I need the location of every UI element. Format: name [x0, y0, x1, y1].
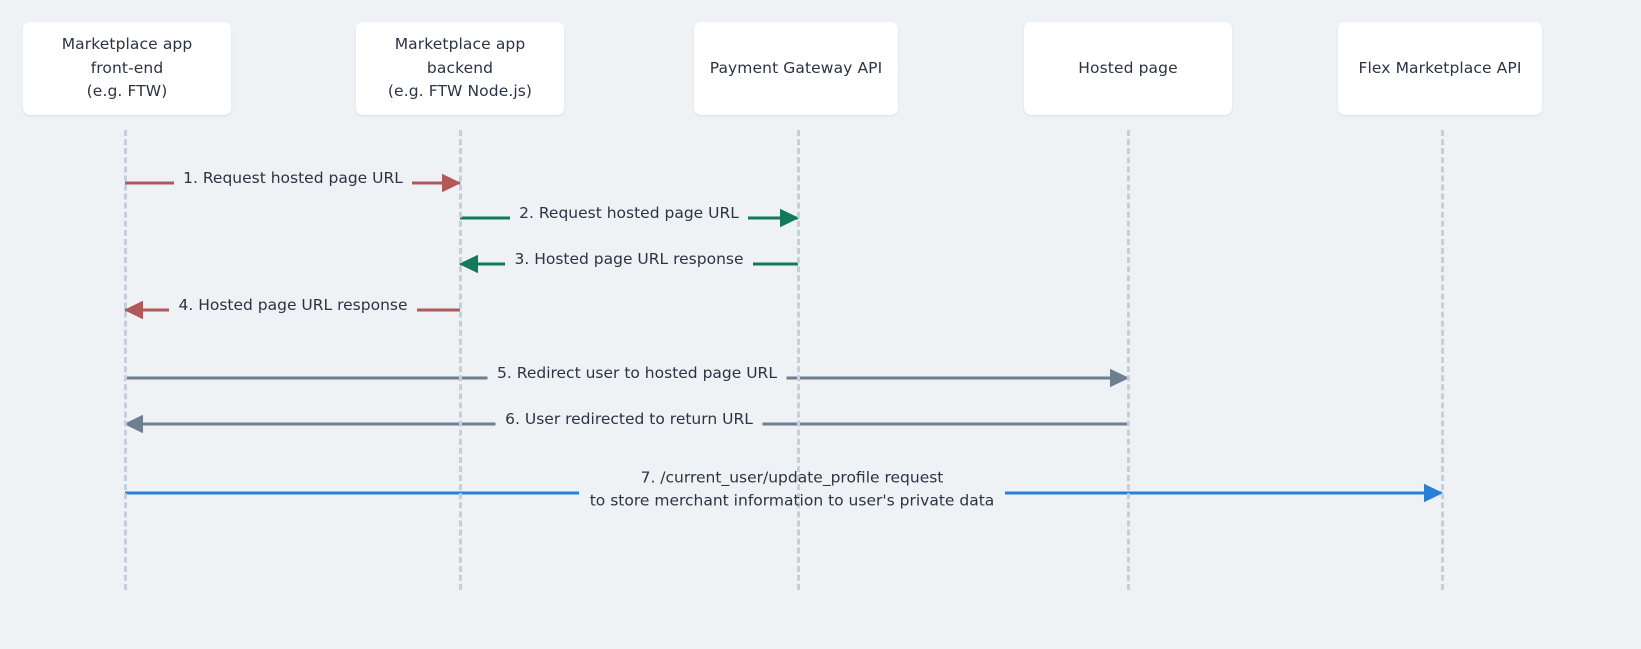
message-label-7: 7. /current_user/update_profile request …: [589, 468, 995, 510]
message-label-2: 2. Request hosted page URL: [519, 203, 739, 222]
participant-box-backend: Marketplace app backend (e.g. FTW Node.j…: [356, 22, 564, 115]
participant-label-gateway: Payment Gateway API: [709, 58, 883, 77]
participant-box-frontend: Marketplace app front-end (e.g. FTW): [23, 22, 231, 115]
participant-label-hosted: Hosted page: [1078, 58, 1178, 77]
participant-label-backend: Marketplace app backend (e.g. FTW Node.j…: [387, 35, 533, 101]
lifeline-gateway: [796, 130, 800, 590]
lifeline-hosted: [1126, 130, 1130, 590]
participant-label-flex: Flex Marketplace API: [1358, 58, 1522, 77]
lifeline-frontend: [123, 130, 127, 590]
message-label-5: 5. Redirect user to hosted page URL: [497, 363, 777, 382]
message-label-4: 4. Hosted page URL response: [178, 295, 408, 314]
participant-box-flex: Flex Marketplace API: [1338, 22, 1542, 115]
participant-box-gateway: Payment Gateway API: [694, 22, 898, 115]
message-label-1: 1. Request hosted page URL: [183, 168, 403, 187]
participant-box-hosted: Hosted page: [1024, 22, 1232, 115]
message-label-6: 6. User redirected to return URL: [505, 409, 753, 428]
participant-label-frontend: Marketplace app front-end (e.g. FTW): [61, 35, 193, 101]
lifeline-backend: [458, 130, 462, 590]
message-label-3: 3. Hosted page URL response: [514, 249, 744, 268]
lifeline-flex: [1440, 130, 1444, 590]
